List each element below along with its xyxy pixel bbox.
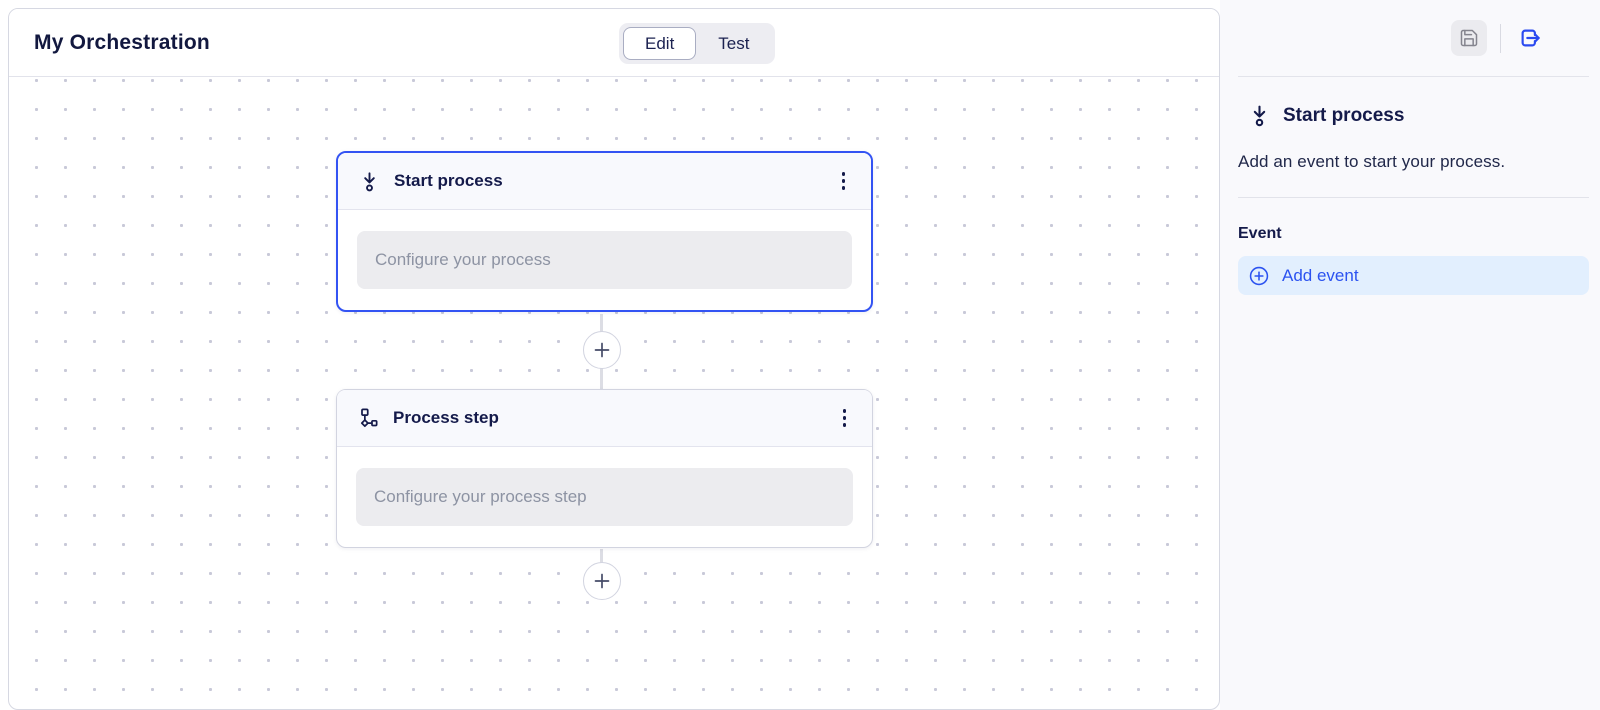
toolbar-divider — [1500, 23, 1501, 53]
add-node-button[interactable] — [583, 562, 621, 600]
workflow-canvas[interactable]: Start process Configure your process — [9, 78, 1219, 709]
test-mode-button[interactable]: Test — [718, 33, 750, 53]
sidebar-content: Start process Add an event to start your… — [1238, 76, 1589, 295]
connector-line — [600, 549, 603, 564]
node-title: Process step — [393, 408, 499, 427]
save-button[interactable] — [1451, 20, 1487, 56]
edit-mode-button[interactable]: Edit — [623, 27, 697, 60]
node-body: Configure your process — [338, 210, 871, 310]
save-icon — [1459, 28, 1479, 48]
kebab-menu-icon[interactable] — [836, 167, 852, 195]
node-header: Process step — [337, 390, 872, 447]
plus-icon — [593, 341, 611, 359]
process-step-icon — [357, 407, 380, 430]
add-event-button[interactable]: Add event — [1238, 256, 1589, 295]
orchestration-canvas-panel: My Orchestration Edit Test Start process — [8, 8, 1220, 710]
configure-process-step-field[interactable]: Configure your process step — [356, 468, 853, 526]
panel-divider — [1238, 197, 1589, 198]
kebab-menu-icon[interactable] — [837, 404, 853, 432]
start-process-icon — [358, 170, 381, 193]
add-event-label: Add event — [1282, 265, 1359, 285]
exit-button[interactable] — [1514, 22, 1546, 54]
node-start-process[interactable]: Start process Configure your process — [336, 151, 873, 312]
panel-description: Add an event to start your process. — [1238, 152, 1506, 171]
properties-sidebar: Start process Add an event to start your… — [1220, 0, 1600, 710]
exit-icon — [1517, 25, 1543, 51]
event-section-label: Event — [1238, 225, 1282, 242]
mode-toggle: Edit Test — [619, 23, 776, 64]
page-title: My Orchestration — [34, 30, 210, 54]
node-process-step[interactable]: Process step Configure your process step — [336, 389, 873, 548]
node-body: Configure your process step — [337, 447, 872, 547]
configure-process-field[interactable]: Configure your process — [357, 231, 852, 289]
canvas-header: My Orchestration Edit Test — [9, 9, 1219, 77]
node-header: Start process — [338, 153, 871, 210]
panel-title-row: Start process — [1238, 103, 1589, 128]
sidebar-toolbar — [1220, 0, 1600, 76]
panel-title: Start process — [1283, 104, 1405, 126]
start-process-icon — [1247, 103, 1272, 128]
add-node-button[interactable] — [583, 331, 621, 369]
plus-icon — [593, 572, 611, 590]
plus-circle-icon — [1248, 265, 1270, 287]
node-title: Start process — [394, 171, 503, 190]
